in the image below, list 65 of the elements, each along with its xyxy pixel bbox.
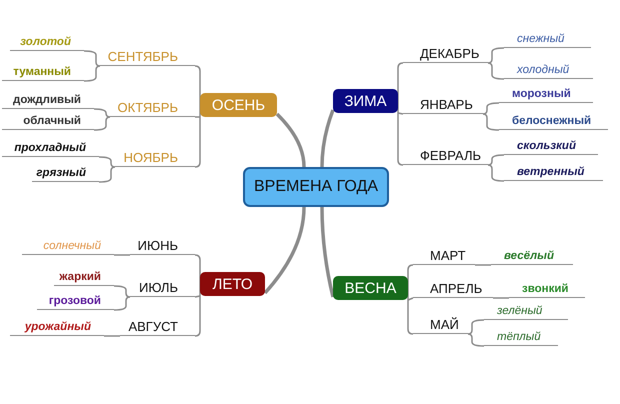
month-label: СЕНТЯБРЬ: [100, 47, 195, 66]
topic-box: ЛЕТО: [200, 272, 265, 296]
topic-box: ОСЕНЬ: [200, 93, 277, 117]
adjective-label: грязный: [32, 163, 99, 182]
month-label: МАЙ: [413, 315, 468, 334]
branch-line: [84, 65, 100, 82]
adjective-label: дождливый: [2, 90, 94, 109]
branch-line: [98, 166, 116, 183]
adjective-label: тёплый: [484, 327, 558, 346]
month-label: ЯНВАРЬ: [403, 95, 483, 114]
adjective-label: морозный: [499, 84, 593, 103]
adjective-label: скользкий: [504, 136, 598, 155]
branch-line: [493, 297, 509, 299]
adjective-label: ветренный: [504, 162, 603, 181]
branch-line: [98, 156, 116, 168]
topic-box: ЗИМА: [333, 89, 398, 113]
branch-line: [94, 116, 110, 131]
adjective-label: зелёный: [484, 301, 568, 320]
adjective-label: снежный: [504, 29, 591, 48]
adjective-label: жаркий: [54, 267, 114, 286]
branch-line: [482, 102, 500, 115]
month-label: МАРТ: [413, 246, 475, 265]
branch-line: [114, 285, 130, 298]
branch-line: [84, 50, 100, 67]
branch-line: [195, 116, 200, 118]
adjective-label: облачный: [2, 111, 94, 130]
adjective-label: весёлый: [491, 246, 573, 265]
branch-line: [276, 112, 306, 168]
adjective-label: звонкий: [509, 279, 585, 298]
branch-line: [104, 335, 120, 337]
central-topic-box: ВРЕМЕНА ГОДА: [243, 167, 389, 207]
branch-line: [488, 47, 504, 64]
branch-line: [468, 319, 484, 335]
branch-line: [94, 108, 110, 118]
month-label: ДЕКАБРЬ: [403, 44, 488, 63]
adjective-label: туманный: [2, 62, 84, 81]
branch-line: [468, 333, 484, 347]
branch-line: [320, 109, 335, 168]
branch-line: [488, 62, 504, 80]
branch-line: [408, 297, 414, 301]
adjective-label: урожайный: [10, 317, 104, 336]
month-label: ИЮЛЬ: [130, 278, 195, 297]
month-label: АВГУСТ: [120, 317, 195, 336]
adjective-label: солнечный: [22, 236, 114, 255]
adjective-label: грозовой: [37, 291, 114, 310]
adjective-label: холодный: [504, 60, 593, 79]
branch-line: [114, 254, 130, 256]
branch-line: [398, 112, 404, 115]
branch-line: [114, 296, 130, 311]
branch-line: [488, 164, 504, 182]
branch-line: [194, 295, 200, 298]
branch-line: [488, 154, 504, 166]
month-label: ОКТЯБРЬ: [110, 98, 195, 117]
adjective-label: золотой: [10, 32, 84, 51]
month-label: ИЮНЬ: [130, 236, 195, 255]
month-label: ФЕВРАЛЬ: [403, 146, 488, 165]
branch-line: [475, 264, 491, 266]
adjective-label: прохладный: [2, 138, 99, 157]
branch-line: [482, 113, 500, 131]
month-label: АПРЕЛЬ: [413, 279, 493, 298]
branch-line: [320, 206, 335, 298]
branch-line: [264, 206, 306, 294]
adjective-label: белоснежный: [499, 111, 608, 130]
topic-box: ВЕСНА: [333, 276, 408, 300]
month-label: НОЯБРЬ: [115, 148, 195, 167]
